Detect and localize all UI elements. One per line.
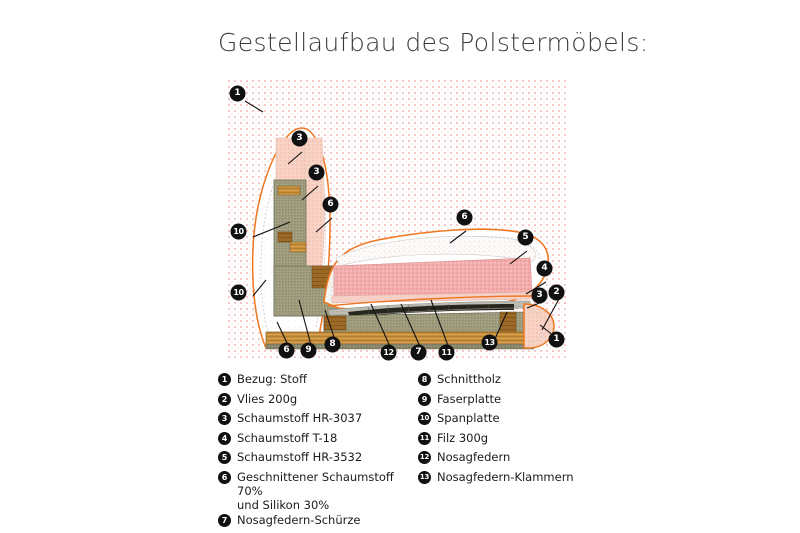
callout-7-schuerze[interactable]: 7 bbox=[411, 345, 426, 360]
legend-column-right: 8 Schnittholz 9 Faserplatte 10 Spanplatt… bbox=[418, 372, 603, 489]
page-root: Gestellaufbau des Polstermöbels: bbox=[218, 28, 649, 527]
legend-label: Bezug: Stoff bbox=[237, 372, 307, 386]
legend-number: 9 bbox=[418, 392, 431, 406]
backrest-wood-block-upper bbox=[277, 185, 301, 196]
callout-3-backrest-a[interactable]: 3 bbox=[292, 131, 307, 146]
callout-1-front[interactable]: 1 bbox=[549, 332, 564, 347]
legend-number: 10 bbox=[418, 412, 431, 425]
legend-number: 1 bbox=[218, 373, 231, 386]
legend-label: Schaumstoff T-18 bbox=[237, 430, 338, 445]
callout-6-backrest[interactable]: 6 bbox=[323, 197, 338, 212]
legend-column-left: 1 Bezug: Stoff 2 Vlies 200g 3 Schaumstof… bbox=[218, 372, 418, 533]
callout-12-nosag[interactable]: 12 bbox=[381, 345, 396, 360]
legend-item: 9 Faserplatte bbox=[418, 392, 603, 410]
legend-item: 5 Schaumstoff HR-3532 bbox=[218, 450, 418, 468]
legend-number: 12 bbox=[418, 451, 431, 464]
callout-10-lower[interactable]: 10 bbox=[231, 285, 246, 300]
callout-6-base[interactable]: 6 bbox=[279, 343, 294, 358]
legend-label: Nosagfedern bbox=[437, 450, 511, 464]
legend-label: Schaumstoff HR-3037 bbox=[237, 411, 363, 425]
front-edge-bolster bbox=[523, 303, 555, 349]
legend-item: 13 Nosagfedern-Klammern bbox=[418, 470, 603, 488]
legend-label: Faserplatte bbox=[437, 391, 502, 406]
legend-label: Schaumstoff HR-3532 bbox=[237, 450, 363, 464]
legend-item: 4 Schaumstoff T-18 bbox=[218, 431, 418, 449]
diagram-canvas: 1 3 3 6 10 10 6 5 4 3 2 1 13 11 7 12 8 9… bbox=[228, 80, 566, 360]
callout-3-backrest-b[interactable]: 3 bbox=[309, 165, 324, 180]
backrest-wood-block-mid bbox=[277, 231, 293, 243]
callout-10-upper[interactable]: 10 bbox=[231, 224, 246, 239]
callout-11-filz[interactable]: 11 bbox=[439, 345, 454, 360]
legend-item: 3 Schaumstoff HR-3037 bbox=[218, 411, 418, 429]
callout-4-t18[interactable]: 4 bbox=[537, 261, 552, 276]
seat-vlies-line bbox=[329, 235, 541, 301]
legend-label: Spanplatte bbox=[437, 411, 500, 425]
callout-1-top[interactable]: 1 bbox=[230, 86, 245, 101]
legend-label: Geschnittener Schaumstoff 70% bbox=[237, 469, 394, 498]
legend-item: 10 Spanplatte bbox=[418, 411, 603, 429]
legend-number: 8 bbox=[418, 373, 431, 386]
seat-cut-foam-layer bbox=[335, 235, 537, 267]
callout-5-seat-foam[interactable]: 5 bbox=[518, 230, 533, 245]
legend-number: 11 bbox=[418, 431, 431, 445]
legend-item: 7 Nosagfedern-Schürze bbox=[218, 513, 418, 531]
legend-item: 1 Bezug: Stoff bbox=[218, 372, 418, 390]
schnittholz-left bbox=[323, 315, 347, 331]
legend-number: 7 bbox=[218, 514, 231, 527]
legend-number: 3 bbox=[218, 412, 231, 425]
legend-item: 2 Vlies 200g bbox=[218, 392, 418, 410]
seat-underside-fabric bbox=[327, 295, 535, 307]
legend-number: 2 bbox=[218, 392, 231, 406]
callout-8-schnittholz[interactable]: 8 bbox=[325, 337, 340, 352]
backrest-wood-block-mid2 bbox=[289, 241, 307, 253]
legend-item: 8 Schnittholz bbox=[418, 372, 603, 390]
legend-item: 6 Geschnittener Schaumstoff 70% und Sili… bbox=[218, 470, 418, 512]
legend-item: 11 Filz 300g bbox=[418, 431, 603, 449]
callout-leader-lines bbox=[244, 100, 560, 352]
legend-label: Nosagfedern-Schürze bbox=[237, 513, 361, 527]
front-edge-vlies bbox=[525, 309, 547, 343]
legend-item: 12 Nosagfedern bbox=[418, 450, 603, 468]
legend-label: Nosagfedern-Klammern bbox=[437, 469, 574, 484]
legend-number: 13 bbox=[418, 470, 431, 484]
legend-label-line2: und Silikon 30% bbox=[237, 497, 330, 512]
callout-9-faserplatte[interactable]: 9 bbox=[301, 343, 316, 358]
legend-number: 6 bbox=[218, 470, 231, 484]
legend-label: Schnittholz bbox=[437, 372, 501, 386]
legend-number: 4 bbox=[218, 431, 231, 445]
legend-label: Vlies 200g bbox=[237, 391, 298, 406]
callout-3-front[interactable]: 3 bbox=[532, 288, 547, 303]
page-title: Gestellaufbau des Polstermöbels: bbox=[218, 28, 649, 57]
legend-number: 5 bbox=[218, 451, 231, 464]
callout-2-vlies[interactable]: 2 bbox=[549, 285, 564, 300]
callout-6-seat[interactable]: 6 bbox=[457, 210, 472, 225]
furniture-cross-section-svg bbox=[244, 100, 560, 352]
callout-13-klammern[interactable]: 13 bbox=[482, 335, 497, 350]
legend-label: Filz 300g bbox=[437, 430, 489, 445]
